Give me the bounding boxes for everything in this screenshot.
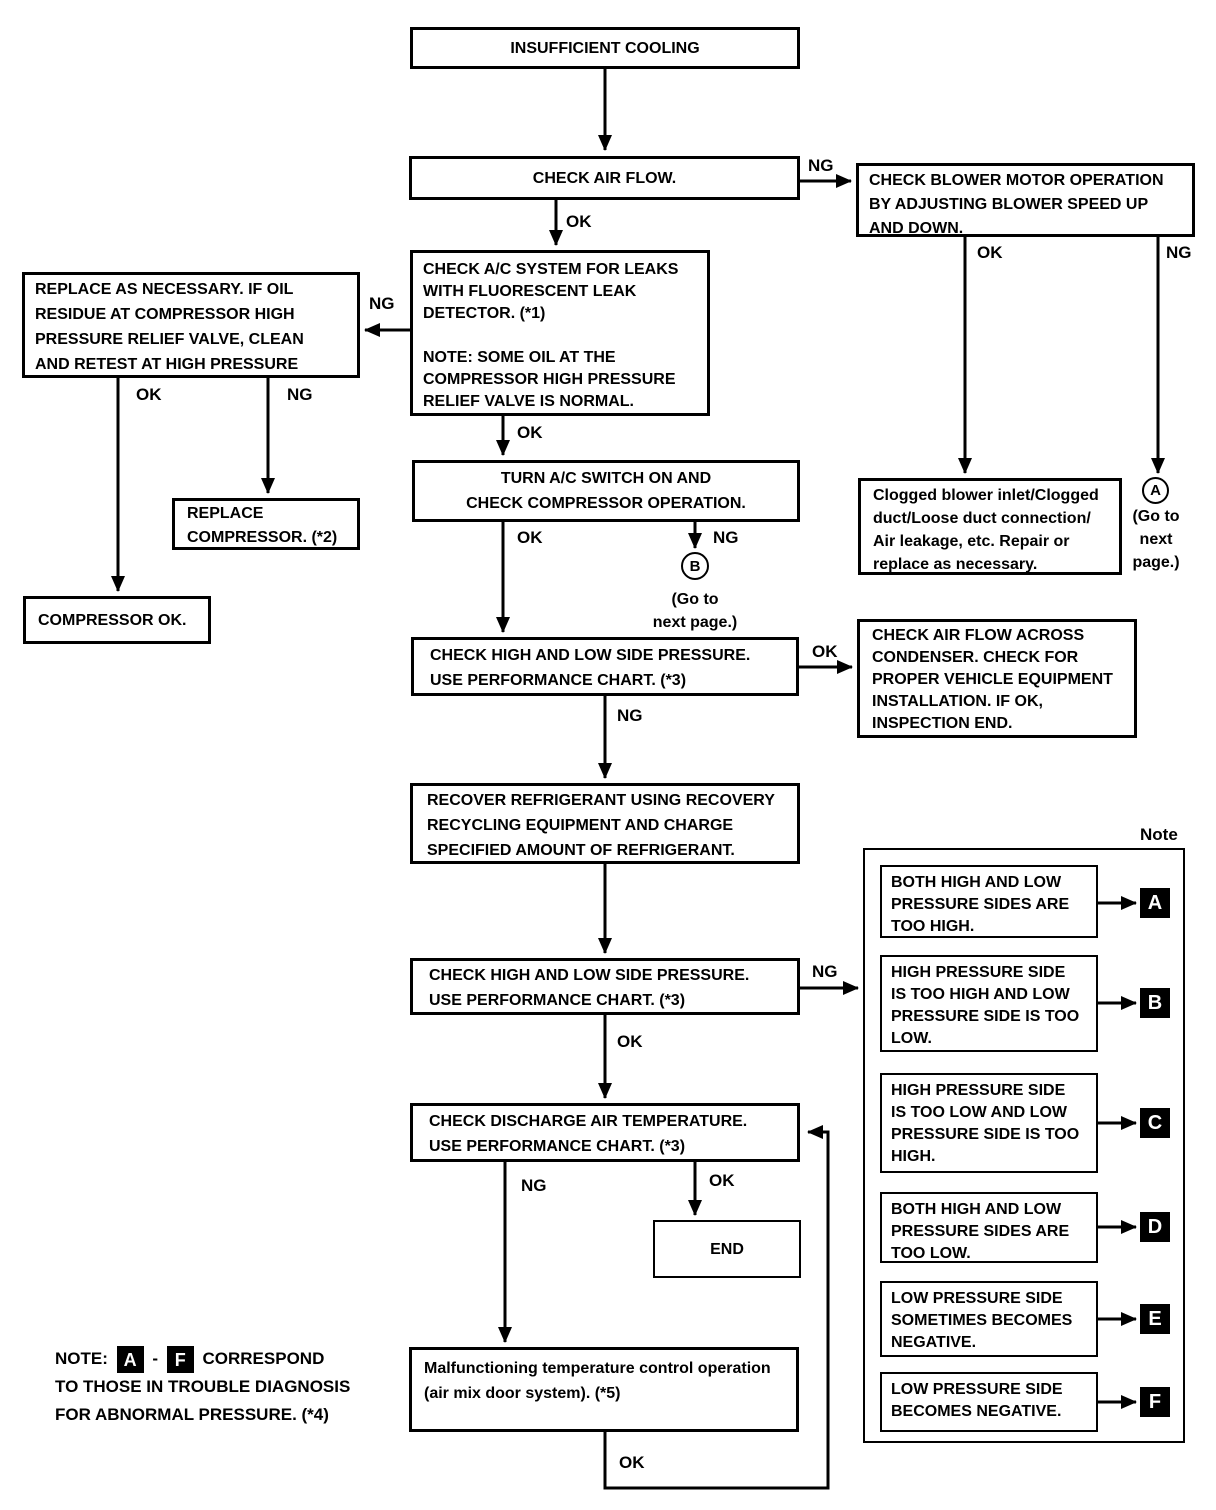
node-check-air-flow: CHECK AIR FLOW.: [409, 156, 800, 200]
note-item-box-a: BOTH HIGH AND LOW PRESSURE SIDES ARE TOO…: [880, 865, 1098, 938]
connector-b-letter: B: [689, 557, 701, 575]
edge-label-discharge-ng: NG: [521, 1176, 547, 1195]
edge-label-leaks-ng: NG: [369, 294, 395, 313]
footnote-prefix: NOTE:: [55, 1349, 108, 1368]
edge-label-pressure1-ok: OK: [812, 642, 838, 661]
footnote-badge-f: F: [166, 1346, 194, 1374]
note-item-box-c: HIGH PRESSURE SIDE IS TOO LOW AND LOW PR…: [880, 1073, 1098, 1173]
note-badge-e: E: [1140, 1304, 1170, 1334]
node-malfunctioning: Malfunctioning temperature control opera…: [409, 1347, 799, 1432]
edge-label-malfunction-ok: OK: [619, 1453, 645, 1472]
node-check-pressure-2: CHECK HIGH AND LOW SIDE PRESSURE. USE PE…: [410, 958, 800, 1015]
node-replace-compressor: REPLACE COMPRESSOR. (*2): [172, 498, 360, 550]
edge-label-pressure1-ng: NG: [617, 706, 643, 725]
note-item-box-d: BOTH HIGH AND LOW PRESSURE SIDES ARE TOO…: [880, 1192, 1098, 1263]
edge-label-discharge-ok: OK: [709, 1171, 735, 1190]
note-panel: [863, 848, 1185, 1443]
note-badge-f: F: [1140, 1387, 1170, 1417]
node-compressor-ok: COMPRESSOR OK.: [23, 596, 211, 644]
footnote: NOTE: A - F CORRESPOND TO THOSE IN TROUB…: [55, 1345, 395, 1429]
note-panel-title: Note: [1140, 825, 1178, 844]
node-end: END: [653, 1220, 801, 1278]
edge-label-replace-ok: OK: [136, 385, 162, 404]
edge-label-replace-ng: NG: [287, 385, 313, 404]
connector-a-letter: A: [1150, 482, 1161, 499]
footnote-line-1: NOTE: A - F CORRESPOND: [55, 1345, 395, 1374]
note-badge-c: C: [1140, 1108, 1170, 1138]
node-check-condenser: CHECK AIR FLOW ACROSS CONDENSER. CHECK F…: [857, 619, 1137, 738]
node-check-blower-motor: CHECK BLOWER MOTOR OPERATION BY ADJUSTIN…: [856, 163, 1195, 237]
edge-label-airflow-ok: OK: [566, 212, 592, 231]
offpage-connector-b: B: [681, 552, 709, 580]
edge-label-blower-ng: NG: [1166, 243, 1192, 262]
footnote-line1-text: CORRESPOND: [202, 1349, 325, 1368]
footnote-badge-a: A: [116, 1346, 144, 1374]
node-check-ac-leaks: CHECK A/C SYSTEM FOR LEAKS WITH FLUORESC…: [410, 250, 710, 416]
note-item-box-e: LOW PRESSURE SIDE SOMETIMES BECOMES NEGA…: [880, 1281, 1098, 1357]
goto-caption-a: (Go to next page.): [1132, 508, 1180, 571]
footnote-dash: -: [152, 1349, 159, 1368]
edge-label-acswitch-ng: NG: [713, 528, 739, 547]
edge-label-acswitch-ok: OK: [517, 528, 543, 547]
edge-label-blower-ok: OK: [977, 243, 1003, 262]
arrow-malfunction-feedback-loop: [603, 1125, 830, 1490]
node-turn-ac-switch: TURN A/C SWITCH ON AND CHECK COMPRESSOR …: [412, 460, 800, 522]
goto-caption-b: (Go to next page.): [652, 591, 738, 631]
node-clogged-blower: Clogged blower inlet/Clogged duct/Loose …: [858, 478, 1122, 575]
edge-label-leaks-ok: OK: [517, 423, 543, 442]
footnote-line-2: TO THOSE IN TROUBLE DIAGNOSIS: [55, 1377, 351, 1397]
note-badge-b: B: [1140, 988, 1170, 1018]
edge-label-pressure2-ok: OK: [617, 1032, 643, 1051]
node-replace-as-necessary: REPLACE AS NECESSARY. IF OIL RESIDUE AT …: [22, 272, 360, 378]
node-check-pressure-1: CHECK HIGH AND LOW SIDE PRESSURE. USE PE…: [411, 637, 799, 696]
edge-label-pressure2-ng: NG: [812, 962, 838, 981]
node-recover-refrigerant: RECOVER REFRIGERANT USING RECOVERY RECYC…: [410, 783, 800, 864]
node-insufficient-cooling: INSUFFICIENT COOLING: [410, 27, 800, 69]
note-item-box-b: HIGH PRESSURE SIDE IS TOO HIGH AND LOW P…: [880, 955, 1098, 1052]
note-item-box-f: LOW PRESSURE SIDE BECOMES NEGATIVE.: [880, 1372, 1098, 1432]
note-badge-d: D: [1140, 1212, 1170, 1242]
footnote-line-3: FOR ABNORMAL PRESSURE. (*4): [55, 1405, 329, 1425]
node-check-discharge: CHECK DISCHARGE AIR TEMPERATURE. USE PER…: [410, 1103, 800, 1162]
edge-label-airflow-ng: NG: [808, 156, 834, 175]
note-badge-a: A: [1140, 888, 1170, 918]
offpage-connector-a: A: [1142, 477, 1169, 504]
